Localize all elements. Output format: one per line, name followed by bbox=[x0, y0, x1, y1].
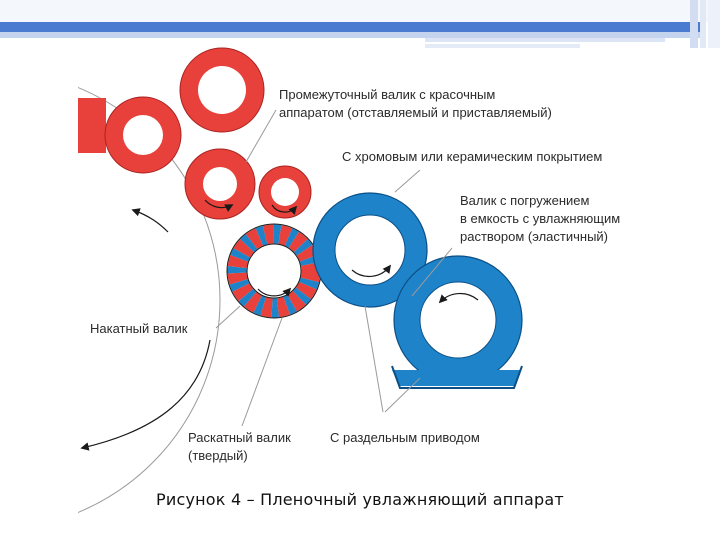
label-intermediate-line2: аппаратом (отставляемый и приставляемый) bbox=[279, 105, 552, 120]
leader-lines bbox=[215, 109, 453, 427]
red-roller-mid-hole bbox=[123, 115, 163, 155]
cylinder-rotation-arrow-upper bbox=[131, 208, 169, 233]
label-immersion-line3: раствором (эластичный) bbox=[460, 229, 608, 244]
distributor-roller-stripes bbox=[227, 224, 321, 318]
leader-distributor bbox=[241, 317, 283, 427]
label-immersion-line2: в емкость с увлажняющим bbox=[460, 211, 620, 226]
immersion-roller bbox=[393, 255, 523, 385]
distributor-roller bbox=[226, 223, 322, 319]
header-accent-1 bbox=[425, 38, 665, 42]
distributor-roller-inner-edge bbox=[246, 243, 302, 299]
header-side-3 bbox=[708, 0, 720, 48]
slide-header bbox=[0, 0, 720, 48]
chrome-roller bbox=[312, 192, 428, 308]
rotation-arrow-lower bbox=[204, 199, 234, 212]
leader-drive-1 bbox=[364, 305, 384, 413]
header-side-1 bbox=[690, 0, 698, 48]
label-distributor-line1: Раскатный валик bbox=[188, 430, 291, 445]
red-roller-lower-hole bbox=[203, 167, 237, 201]
plate-cylinder-outline bbox=[78, 87, 221, 513]
red-roller-top-hole bbox=[198, 66, 246, 114]
rotation-arrow-distributor bbox=[257, 287, 292, 297]
figure-caption: Рисунок 4 – Пленочный увлажняющий аппара… bbox=[156, 490, 564, 509]
tray-water bbox=[392, 370, 520, 386]
header-bar-top bbox=[0, 0, 720, 22]
leader-drive-2 bbox=[384, 377, 421, 413]
leader-immersion bbox=[411, 247, 453, 297]
red-inking-rollers bbox=[78, 47, 312, 220]
cylinder-rotation-arrow-lower bbox=[80, 339, 211, 451]
dampening-tray bbox=[391, 365, 523, 389]
label-form: Накатный валик bbox=[90, 321, 188, 336]
rotation-arrow-immersion bbox=[438, 292, 479, 304]
distributor-roller-stripes-blue bbox=[227, 224, 321, 318]
chrome-roller-hole bbox=[334, 214, 406, 286]
label-immersion-line1: Валик с погружением bbox=[460, 193, 589, 208]
labels: Промежуточный валик с красочным аппарато… bbox=[90, 87, 620, 463]
header-side-2 bbox=[700, 0, 706, 48]
rotation-arrow-small bbox=[271, 204, 298, 215]
label-distributor-line2: (твердый) bbox=[188, 448, 248, 463]
label-drive: С раздельным приводом bbox=[330, 430, 480, 445]
leader-intermediate bbox=[245, 109, 277, 163]
label-intermediate-line1: Промежуточный валик с красочным bbox=[279, 87, 495, 102]
rotation-arrow-chrome bbox=[351, 264, 392, 278]
red-roller-partial-left bbox=[78, 98, 106, 153]
header-bar-light bbox=[0, 32, 700, 38]
header-bar-blue bbox=[0, 22, 700, 32]
leader-form bbox=[215, 305, 241, 329]
leader-chrome bbox=[394, 169, 421, 193]
header-accent-2 bbox=[425, 44, 580, 48]
tray-outline bbox=[391, 365, 523, 389]
label-chrome: С хромовым или керамическим покрытием bbox=[342, 149, 602, 164]
red-roller-small-hole bbox=[271, 178, 299, 206]
plate-cylinder bbox=[78, 87, 221, 513]
